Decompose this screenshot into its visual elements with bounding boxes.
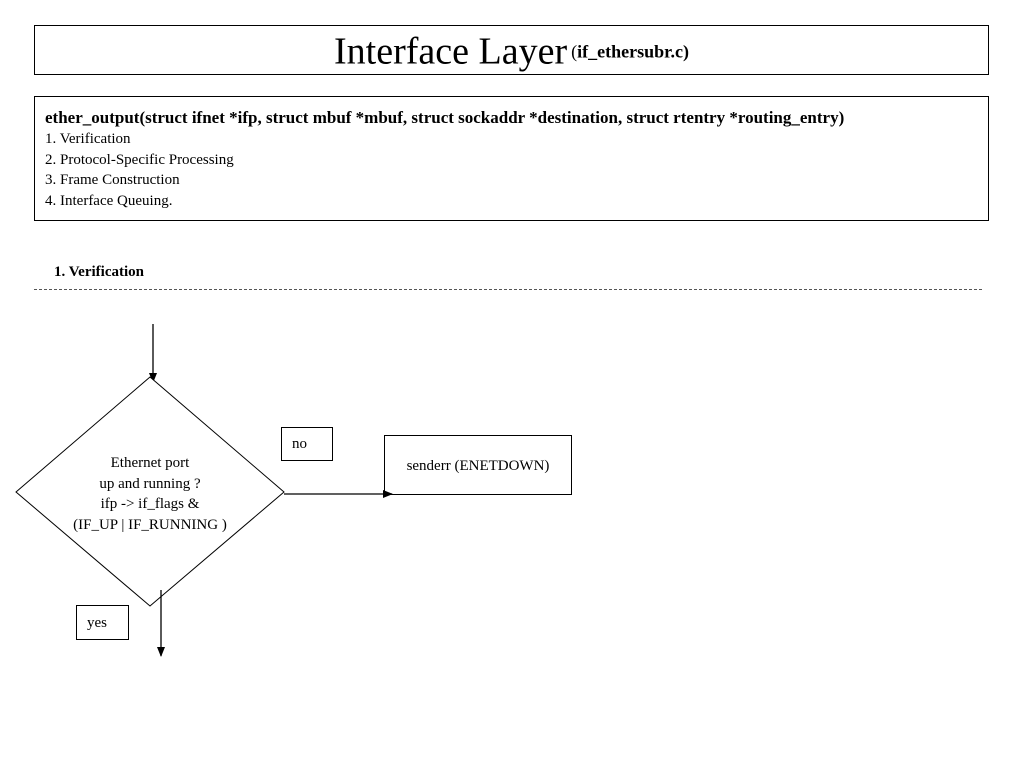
function-box: ether_output(struct ifnet *ifp, struct m…	[34, 96, 989, 221]
senderr-box: senderr (ENETDOWN)	[384, 435, 572, 495]
page-subtitle: (if_ethersubr.c)	[571, 41, 689, 61]
step-list: 1. Verification 2. Protocol-Specific Pro…	[45, 129, 978, 211]
decision-line: Ethernet port	[110, 455, 190, 471]
subtitle-open-paren: (	[571, 41, 578, 62]
yes-label: yes	[76, 605, 129, 640]
step-item: 2. Protocol-Specific Processing	[45, 151, 234, 168]
step-item: 3. Frame Construction	[45, 172, 180, 188]
subtitle-close-paren: )	[682, 41, 689, 62]
source-file-name: if_ethersubr.c	[577, 41, 683, 62]
no-label: no	[281, 427, 333, 461]
step-item: 4. Interface Queuing.	[45, 192, 173, 209]
page-title: Interface Layer	[334, 30, 568, 73]
section-divider	[34, 289, 982, 290]
function-signature: ether_output(struct ifnet *ifp, struct m…	[45, 108, 845, 127]
decision-line: (IF_UP | IF_RUNNING )	[73, 516, 227, 533]
decision-diamond	[15, 376, 285, 607]
decision-line: up and running ?	[99, 475, 201, 492]
decision-text: Ethernet port up and running ? ifp -> if…	[40, 453, 260, 535]
section-heading: 1. Verification	[54, 264, 144, 280]
title-box: Interface Layer (if_ethersubr.c)	[34, 25, 989, 75]
decision-line: ifp -> if_flags &	[100, 496, 200, 512]
step-item: 1. Verification	[45, 131, 131, 147]
